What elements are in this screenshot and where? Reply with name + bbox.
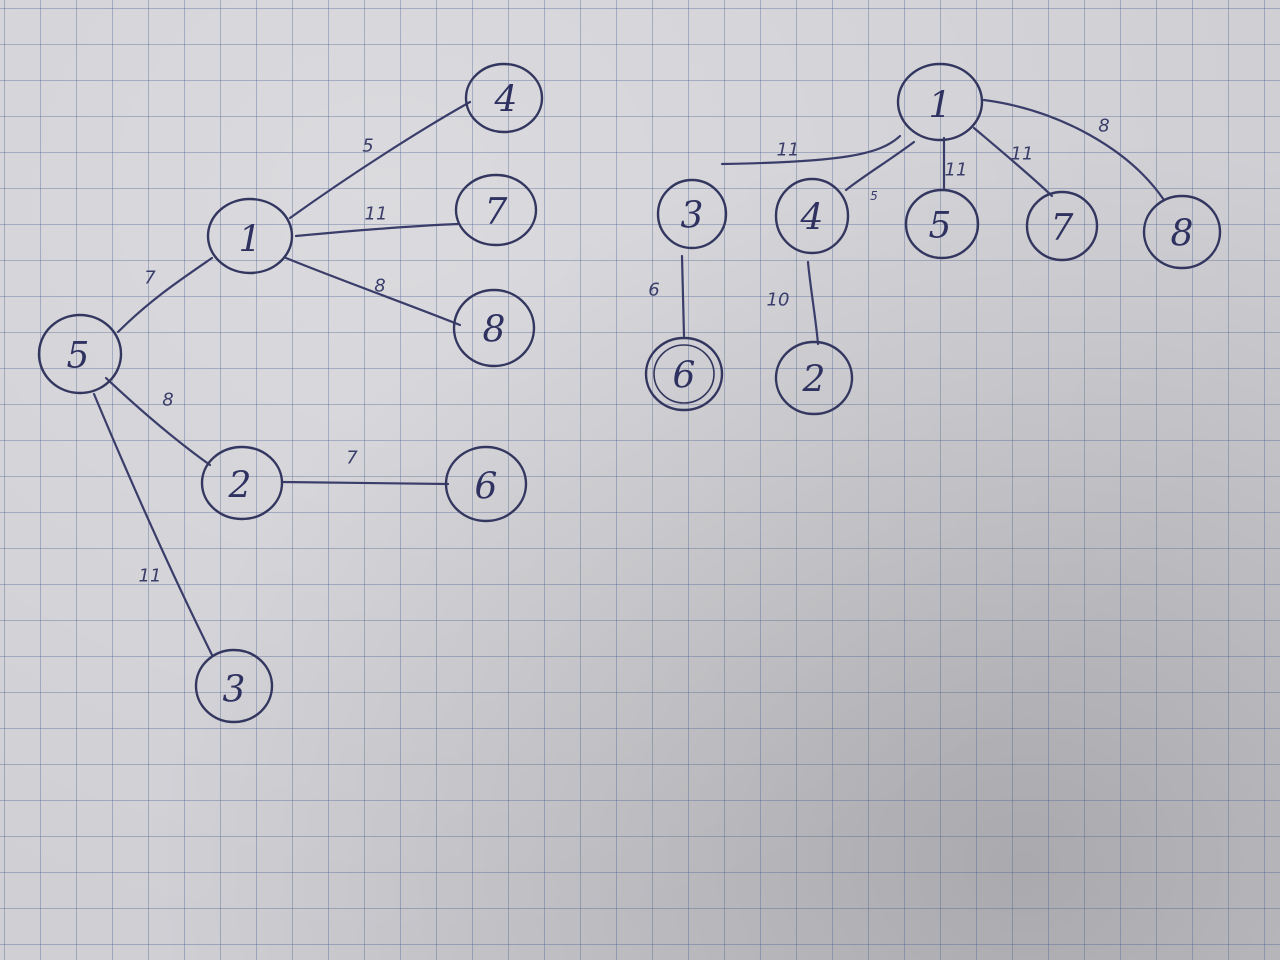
right-node-7-label: 7 [1051, 208, 1074, 249]
right-graph: 11 5 11 11 8 6 10 1 3 4 5 7 8 [644, 62, 1222, 416]
left-node-1: 1 [206, 197, 294, 275]
right-node-4-label: 4 [800, 198, 824, 239]
right-node-8-label: 8 [1171, 214, 1194, 255]
right-node-7: 7 [1025, 190, 1099, 262]
right-node-6: 6 [644, 336, 724, 412]
left-node-8: 8 [452, 288, 536, 368]
right-node-2: 2 [774, 340, 854, 416]
right-weight-1-8: 8 [1098, 116, 1109, 137]
right-node-3: 3 [656, 178, 728, 250]
left-weight-1-4: 5 [362, 136, 373, 157]
left-node-5-label: 5 [67, 336, 90, 377]
left-node-8-label: 8 [483, 310, 506, 351]
left-node-2-label: 2 [228, 466, 252, 507]
left-weight-5-1: 7 [144, 268, 156, 289]
left-node-4-label: 4 [494, 80, 518, 121]
left-edge-5-1 [116, 256, 214, 334]
right-node-5: 5 [904, 188, 980, 260]
left-node-7: 7 [454, 173, 538, 247]
right-node-2-label: 2 [802, 360, 826, 401]
left-edge-5-3 [92, 392, 214, 657]
left-edge-1-8 [284, 256, 462, 327]
right-node-1-label: 1 [929, 86, 952, 127]
left-weight-2-6: 7 [346, 448, 358, 469]
right-weight-1-7: 11 [1011, 144, 1034, 165]
right-edge-1-7 [972, 126, 1054, 198]
left-node-4: 4 [464, 62, 544, 134]
left-node-7-label: 7 [485, 192, 508, 233]
right-node-8: 8 [1142, 194, 1222, 270]
left-edge-1-4 [288, 100, 472, 220]
left-node-6: 6 [444, 445, 528, 523]
right-weight-3-6: 6 [648, 280, 659, 301]
right-edge-1-8 [982, 98, 1166, 202]
left-weight-5-2: 8 [162, 390, 173, 411]
left-node-3: 3 [194, 648, 274, 724]
left-graph: 7 5 11 8 8 7 11 5 1 4 7 8 2 [37, 62, 544, 724]
right-node-1: 1 [896, 62, 984, 142]
left-node-1-label: 1 [239, 220, 262, 261]
left-node-2: 2 [200, 445, 284, 521]
left-node-5: 5 [37, 313, 123, 395]
left-weight-5-3: 11 [139, 566, 162, 587]
left-weight-1-8: 8 [374, 276, 385, 297]
right-node-6-label: 6 [673, 356, 696, 397]
right-weight-1-5: 11 [945, 160, 968, 181]
right-weight-4-2: 10 [767, 290, 790, 311]
left-node-6-label: 6 [475, 467, 498, 508]
left-edge-1-7 [294, 222, 460, 238]
right-edge-1-3 [720, 134, 902, 166]
right-node-5-label: 5 [929, 206, 952, 247]
right-edge-1-4 [844, 140, 916, 192]
right-edge-3-6 [680, 254, 686, 338]
left-edge-5-2 [104, 376, 212, 467]
right-node-3-label: 3 [681, 196, 704, 237]
left-weight-1-7: 11 [365, 204, 388, 225]
right-node-4: 4 [774, 177, 850, 255]
right-edge-4-2 [806, 260, 820, 346]
left-node-3-label: 3 [223, 670, 246, 711]
right-weight-1-3: 11 [777, 140, 800, 161]
left-edge-2-6 [280, 480, 450, 486]
right-weight-1-4: 5 [870, 189, 878, 203]
